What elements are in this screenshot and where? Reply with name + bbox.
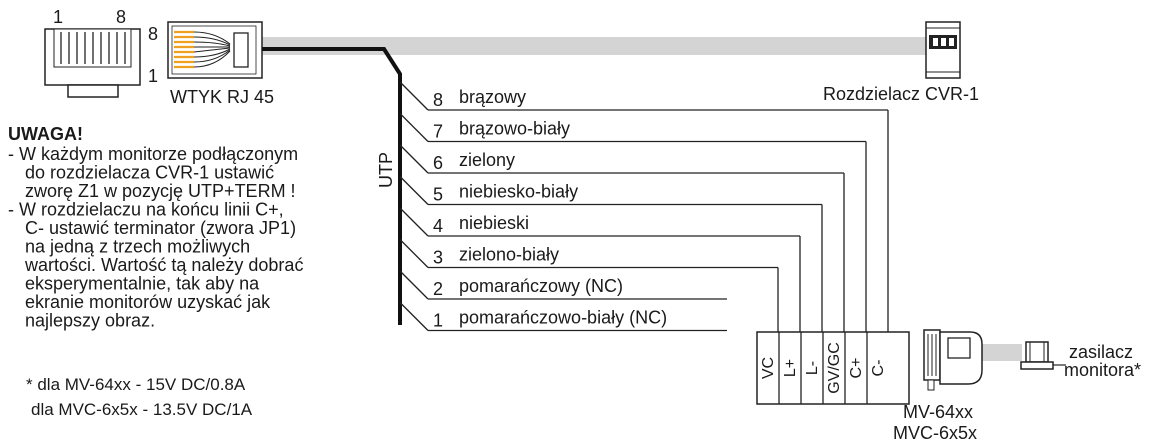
wire-number-7: 7 [433, 122, 443, 142]
wire-number-8: 8 [433, 90, 443, 110]
wire-branch-7 [399, 113, 429, 142]
terminal-label-0: VC [760, 357, 777, 379]
plug-title: WTYK RJ 45 [170, 87, 274, 107]
footnote-line-2: dla MVC-6x5x - 13.5V DC/1A [31, 400, 253, 419]
wire-branch-8 [399, 81, 429, 111]
wire-branch-6 [399, 144, 429, 174]
wire-branch-1 [399, 302, 429, 331]
power-label-1: zasilacz [1069, 342, 1133, 362]
warning-line-9: najlepszy obraz. [25, 311, 155, 331]
rj45-socket-icon [44, 28, 141, 98]
wire-branch-4 [399, 207, 429, 237]
wire-color-6: zielony [459, 150, 515, 170]
cable-to-power [982, 344, 1022, 361]
wire-number-2: 2 [433, 279, 443, 299]
wire-group: 8 brązowy 7 brązowo-biały 6 zielony 5 niebiesko… [399, 81, 889, 333]
wire-branch-3 [399, 239, 429, 268]
plug-side-label-1: 1 [148, 66, 158, 86]
terminal-block [756, 331, 910, 405]
splitter-label: Rozdzielacz CVR-1 [823, 84, 979, 104]
warning-line-3: - W rozdzielaczu na końcu linii C+, [8, 200, 284, 220]
wire-color-7: brązowo-biały [459, 119, 570, 139]
monitor-model-1: MV-64xx [903, 402, 973, 422]
warning-line-7: eksperymentalnie, tak aby na [25, 274, 260, 294]
warning-line-4: C- ustawić terminator (zwora JP1) [25, 218, 296, 238]
terminal-label-4: C+ [848, 358, 865, 379]
wire-number-5: 5 [433, 185, 443, 205]
wire-number-6: 6 [433, 153, 443, 173]
wire-number-4: 4 [433, 216, 443, 236]
warning-line-2: zworę Z1 w pozycję UTP+TERM ! [25, 181, 296, 201]
wire-number-3: 3 [433, 248, 443, 268]
warning-line-8: ekranie monitorów uzyskać jak [25, 292, 271, 312]
plug-side-label-8: 8 [148, 24, 158, 44]
wire-color-2: pomarańczowy (NC) [459, 276, 623, 296]
rj45-plug-icon [167, 21, 263, 79]
warning-title: UWAGA! [8, 124, 83, 144]
wire-color-8: brązowy [459, 87, 526, 107]
warning-line-0: - W każdym monitorze podłączonym [8, 144, 298, 164]
wire-color-1: pomarańczowo-biały (NC) [459, 308, 667, 328]
terminal-label-1: L+ [782, 359, 799, 377]
terminal-label-3: GV/GC [826, 342, 843, 394]
utp-label: UTP [376, 152, 396, 188]
warning-line-5: na jedną z trzech możliwych [25, 237, 250, 257]
wire-color-5: niebiesko-biały [459, 182, 578, 202]
wire-branch-2 [399, 270, 429, 300]
terminal-label-5: C- [870, 360, 887, 377]
monitor-model-2: MVC-6x5x [893, 423, 977, 441]
warning-line-1: do rozdzielacza CVR-1 ustawić [25, 163, 274, 183]
wire-color-4: niebieski [459, 213, 529, 233]
pin-label-1: 1 [53, 7, 63, 27]
power-supply-icon [1020, 341, 1066, 370]
pin-label-8: 8 [116, 7, 126, 27]
monitor-icon [923, 329, 983, 391]
wire-color-3: zielono-biały [459, 245, 559, 265]
footnote-line-1: * dla MV-64xx - 15V DC/0.8A [26, 375, 246, 394]
warning-line-6: wartości. Wartość tą należy dobrać [24, 255, 303, 275]
wire-number-1: 1 [433, 311, 443, 331]
splitter-icon [925, 21, 961, 79]
cable-to-splitter [262, 37, 928, 55]
terminal-label-2: L- [804, 361, 821, 375]
power-label-2: monitora* [1064, 360, 1141, 380]
terminal-group: VC L+ L- GV/GC C+ C- [760, 332, 887, 404]
wire-branch-5 [399, 176, 429, 205]
utp-bundle [262, 47, 402, 325]
